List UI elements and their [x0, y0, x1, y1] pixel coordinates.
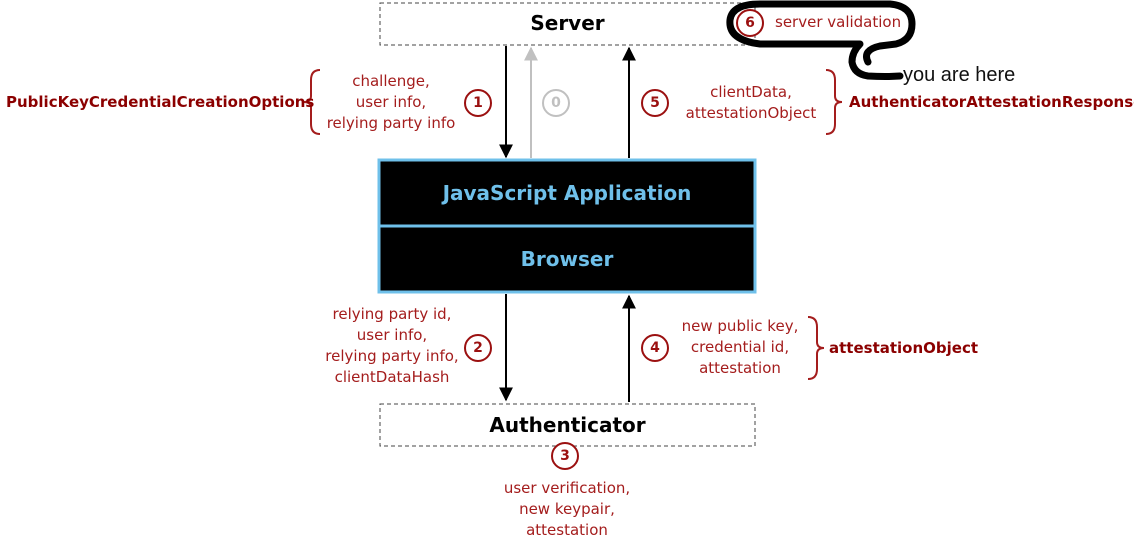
step2-line: relying party info,: [325, 347, 459, 365]
step2-line: relying party id,: [332, 305, 452, 323]
step4-line: credential id,: [690, 338, 790, 356]
step-5-badge: 5: [641, 89, 669, 117]
step-0-badge: 0: [542, 89, 570, 117]
you-are-here-annotation: you are here: [903, 64, 1016, 86]
step-4-badge: 4: [641, 334, 669, 362]
step1-type-label: PublicKeyCredentialCreationOptions: [6, 93, 315, 111]
step3-line: new keypair,: [519, 500, 615, 518]
step3-label: user verification, new keypair, attestat…: [487, 478, 647, 541]
step5-label: clientData, attestationObject: [680, 82, 822, 124]
step6-label: server validation: [775, 13, 902, 31]
browser-box: [377, 224, 757, 294]
step4-label: new public key, credential id, attestati…: [677, 316, 803, 379]
step5-line: clientData,: [710, 83, 792, 101]
step3-line: attestation: [526, 521, 608, 539]
step-3-badge: 3: [551, 442, 579, 470]
browser-title: Browser: [520, 247, 614, 271]
step4-line: attestation: [699, 359, 781, 377]
step-1-badge: 1: [464, 89, 492, 117]
step2-label: relying party id, user info, relying par…: [322, 304, 462, 388]
step2-line: clientDataHash: [334, 368, 450, 386]
step-6-badge: 6: [736, 9, 764, 37]
step2-line: user info,: [356, 326, 428, 344]
javascript-application-title: JavaScript Application: [442, 181, 692, 205]
step5-type-label: AuthenticatorAttestationResponse: [849, 93, 1134, 111]
step1-line: challenge,: [352, 72, 430, 90]
authenticator-title: Authenticator: [489, 413, 646, 437]
step1-line: user info,: [355, 93, 427, 111]
step1-line: relying party info: [326, 114, 456, 132]
brace-step4: [807, 316, 825, 380]
brace-step5: [825, 69, 843, 135]
step4-type-label: attestationObject: [829, 339, 979, 357]
step5-line: attestationObject: [685, 104, 817, 122]
step-2-badge: 2: [464, 334, 492, 362]
brace-step1: [303, 69, 321, 135]
step3-line: user verification,: [503, 479, 631, 497]
step1-label: challenge, user info, relying party info: [322, 71, 460, 134]
server-title: Server: [530, 11, 605, 35]
hand-drawn-highlight: [726, 0, 916, 80]
step4-line: new public key,: [681, 317, 799, 335]
